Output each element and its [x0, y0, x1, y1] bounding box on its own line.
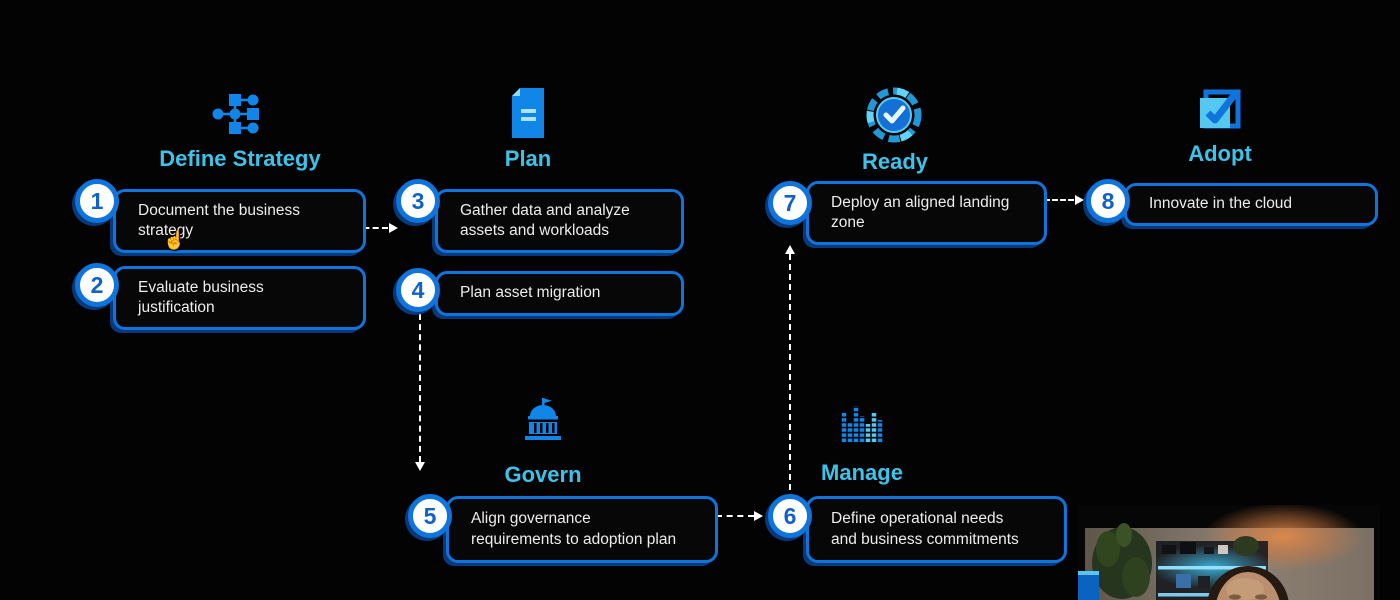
webcam-video — [1078, 503, 1380, 600]
connector-5-6 — [716, 515, 754, 517]
step-circle-3: 3 — [396, 179, 440, 223]
stage-label-define-strategy: Define Strategy — [159, 146, 321, 171]
step-text-1: Document the business strategy — [138, 201, 300, 239]
step-box-6: Define operational needs and business co… — [806, 496, 1067, 563]
step-box-2: Evaluate business justification — [113, 266, 366, 330]
document-icon — [512, 88, 544, 138]
step-box-7: Deploy an aligned landing zone — [806, 181, 1047, 245]
connector-6-7 — [789, 254, 791, 490]
connector-7-8 — [1044, 199, 1074, 201]
stage-label-manage: Manage — [821, 460, 903, 485]
step-circle-8: 8 — [1086, 179, 1130, 223]
step-box-8: Innovate in the cloud — [1124, 183, 1378, 226]
connector-1-3-arrowhead-icon — [389, 223, 398, 233]
step-text-8: Innovate in the cloud — [1149, 195, 1293, 213]
step-box-4: Plan asset migration — [435, 271, 684, 316]
step-text-6: Define operational needs and business co… — [831, 510, 1019, 548]
step-box-3: Gather data and analyze assets and workl… — [435, 189, 684, 253]
connector-6-7-arrowhead-icon — [785, 245, 795, 254]
stage-label-plan: Plan — [504, 146, 552, 171]
step-number-6: 6 — [783, 502, 797, 529]
connector-4-5-arrowhead-icon — [415, 462, 425, 471]
strategy-flowchart-icon — [212, 94, 259, 134]
connector-5-6-arrowhead-icon — [754, 511, 763, 521]
connector-4-5 — [419, 314, 421, 462]
step-text-5: Align governance requirements to adoptio… — [471, 510, 677, 548]
step-text-4: Plan asset migration — [460, 284, 601, 302]
connector-1-3 — [354, 227, 388, 229]
step-number-2: 2 — [90, 271, 104, 298]
step-box-1: Document the business strategy — [113, 189, 366, 253]
step-circle-1: 1 — [75, 179, 119, 223]
connector-7-8-arrowhead-icon — [1075, 195, 1084, 205]
step-circle-7: 7 — [768, 181, 812, 225]
stage-label-govern: Govern — [504, 462, 582, 487]
step-number-5: 5 — [423, 502, 437, 529]
step-number-4: 4 — [411, 276, 425, 303]
step-circle-5: 5 — [408, 494, 452, 538]
step-number-8: 8 — [1101, 187, 1115, 214]
checkbox-check-icon — [1200, 89, 1241, 129]
step-text-3: Gather data and analyze assets and workl… — [460, 201, 630, 239]
step-box-5: Align governance requirements to adoptio… — [446, 496, 718, 563]
stage-label-ready: Ready — [861, 149, 929, 174]
step-circle-2: 2 — [75, 263, 119, 307]
hand-pointer-cursor-icon: ☝ — [163, 230, 186, 250]
step-number-3: 3 — [411, 187, 425, 214]
pixel-bar-chart-icon — [841, 406, 883, 442]
step-text-2: Evaluate business justification — [138, 278, 264, 316]
webcam-scene — [1078, 503, 1380, 600]
step-number-7: 7 — [783, 189, 797, 216]
capitol-building-icon — [525, 398, 561, 440]
readiness-dial-check-icon — [866, 87, 922, 143]
step-circle-6: 6 — [768, 494, 812, 538]
stage-label-adopt: Adopt — [1188, 141, 1252, 166]
step-text-7: Deploy an aligned landing zone — [831, 193, 1010, 231]
step-circle-4: 4 — [396, 268, 440, 312]
step-number-1: 1 — [90, 187, 104, 214]
